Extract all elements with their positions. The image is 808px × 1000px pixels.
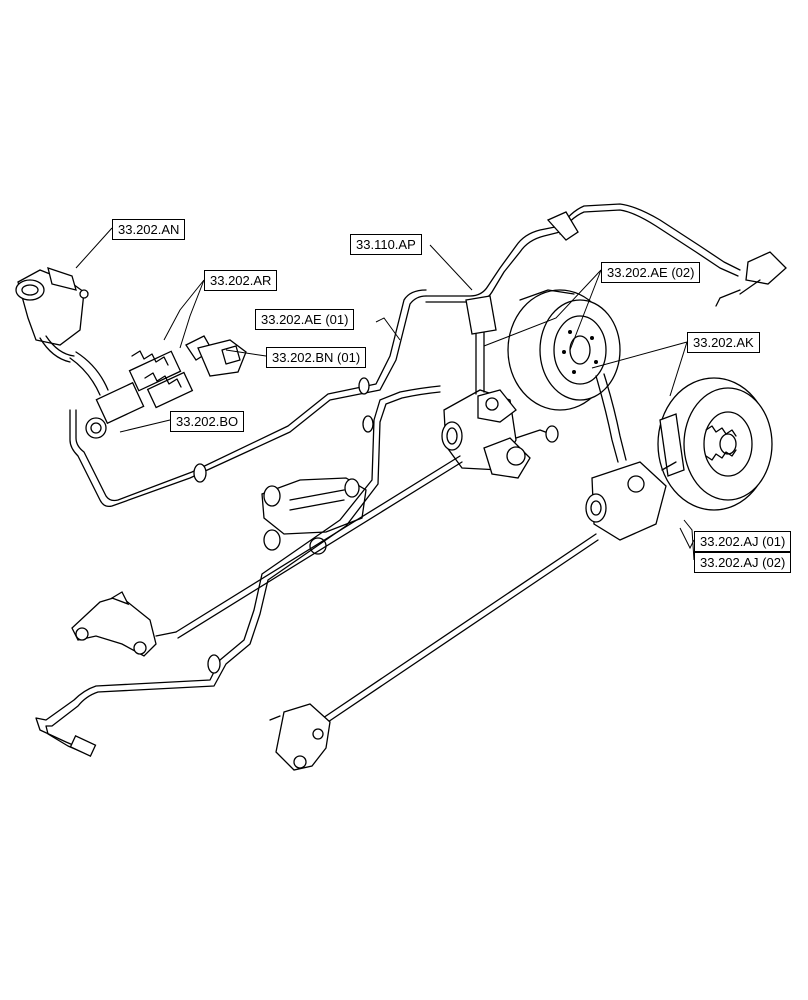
callout-33-202-ae-02[interactable]: 33.202.AE (02) [601,262,701,283]
clutch-master-cylinder [69,335,247,439]
pedal-lever-left [71,591,177,657]
callout-leaders [75,227,695,561]
slave-cylinder-right [585,373,677,541]
clutch-housing-center [507,289,621,411]
callout-33-202-ar[interactable]: 33.202.AR [204,270,278,291]
control-valve-block [261,477,367,555]
transmission-hydraulic-block [441,295,559,479]
callout-33-202-ae-01[interactable]: 33.202.AE (01) [255,309,355,330]
callout-33-202-bo[interactable]: 33.202.BO [170,411,245,432]
callout-33-202-aj-01[interactable]: 33.202.AJ (01) [694,531,792,552]
brake-pipe-upper [425,203,787,307]
callout-33-202-aj-02[interactable]: 33.202.AJ (02) [694,552,792,573]
callout-33-202-ak[interactable]: 33.202.AK [687,332,760,353]
callout-33-202-an[interactable]: 33.202.AN [112,219,186,240]
pedal-lever-right [269,703,331,771]
flywheel-right [657,377,773,511]
brake-pipe-lower [35,385,441,757]
clutch-fluid-reservoir [15,267,89,363]
callout-33-202-bn-01[interactable]: 33.202.BN (01) [266,347,367,368]
callout-33-110-ap[interactable]: 33.110.AP [350,234,422,255]
brake-pipe-left [69,289,427,508]
linkage-rods [175,455,599,727]
